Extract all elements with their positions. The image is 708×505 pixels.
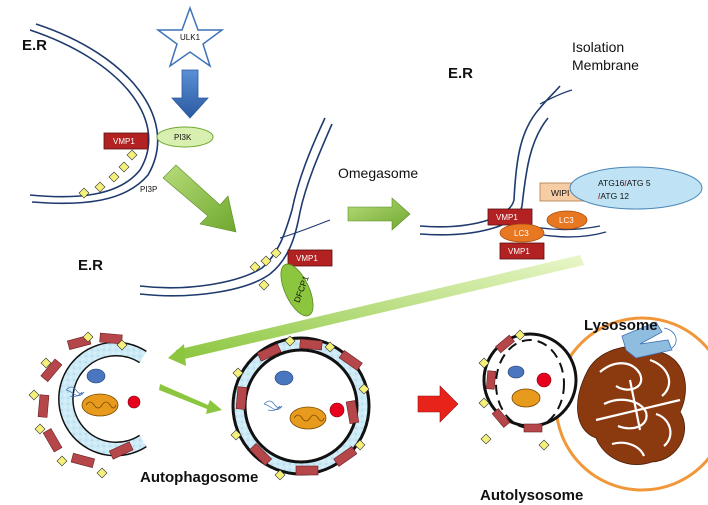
arrow-to-autophagosome bbox=[159, 384, 222, 414]
er-label-right: E.R bbox=[448, 65, 473, 82]
isolation-label-1: Isolation bbox=[572, 39, 624, 55]
vmp1-label-top: VMP1 bbox=[113, 137, 135, 146]
vmp1-box-top: VMP1 bbox=[103, 132, 149, 150]
er-label-middle: E.R bbox=[78, 257, 103, 274]
blue-organelle-1 bbox=[86, 368, 106, 384]
star-icon bbox=[155, 5, 225, 68]
mitochondrion-icon bbox=[81, 393, 119, 417]
pi3p-markers-middle bbox=[249, 247, 282, 291]
pi3k-ellipse: PI3K bbox=[156, 126, 214, 148]
lc3-label-right: LC3 bbox=[559, 216, 574, 225]
er-label-top: E.R bbox=[22, 37, 47, 54]
arrow-right-icon bbox=[347, 197, 411, 231]
atg-line2: /ATG 12 bbox=[598, 191, 629, 201]
blue-organelle-2 bbox=[274, 370, 294, 386]
lysosome-label: Lysosome bbox=[584, 317, 658, 334]
isolation-label-2: Membrane bbox=[572, 57, 639, 73]
omegasome-label: Omegasome bbox=[338, 165, 418, 181]
pi3p-label: PI3P bbox=[140, 185, 157, 194]
pi3p-markers-top bbox=[78, 149, 138, 199]
protein-icon bbox=[65, 386, 85, 397]
atg16-text: ATG16 bbox=[598, 178, 625, 188]
red-organelle-1 bbox=[127, 395, 141, 409]
pi3k-label: PI3K bbox=[174, 133, 192, 142]
vmp1-label-right-bottom: VMP1 bbox=[508, 247, 530, 256]
vmp1-box-right-bottom: VMP1 bbox=[499, 242, 545, 260]
wipi-label: WIPI bbox=[551, 188, 569, 198]
atg-ellipse: ATG16/ATG 5 /ATG 12 bbox=[569, 166, 703, 210]
autolysosome bbox=[478, 316, 708, 492]
mitochondrion-icon-3 bbox=[511, 388, 541, 408]
autolysosome-label: Autolysosome bbox=[480, 487, 583, 504]
atg-line1: ATG16/ATG 5 bbox=[598, 178, 651, 188]
vmp1-label-right-top: VMP1 bbox=[496, 213, 518, 222]
atg12-text: ATG 12 bbox=[600, 191, 629, 201]
protein-ribbon-icon bbox=[621, 321, 677, 359]
protein-icon-2 bbox=[263, 400, 283, 411]
vmp1-box-right-top: VMP1 bbox=[487, 208, 533, 226]
dfcp1-ellipse: DFCP1 bbox=[280, 263, 314, 317]
atg5-text: ATG 5 bbox=[627, 178, 651, 188]
arrow-down-icon bbox=[171, 69, 209, 119]
autophagosome-label: Autophagosome bbox=[140, 469, 258, 486]
atg-sep2: / bbox=[598, 191, 601, 201]
vmp1-box-middle: VMP1 bbox=[287, 249, 333, 267]
long-green-arrow bbox=[168, 255, 584, 366]
ulk1-label: ULK1 bbox=[180, 33, 201, 42]
lc3-ellipse-left: LC3 bbox=[499, 223, 545, 243]
red-organelle-3 bbox=[536, 372, 552, 388]
arrow-diagonal-icon bbox=[162, 164, 237, 233]
lc3-ellipse-right: LC3 bbox=[546, 210, 588, 230]
er-membrane-top-left bbox=[29, 23, 159, 205]
atg-sep1: / bbox=[624, 178, 627, 188]
phagophore-closing bbox=[28, 331, 147, 479]
arrow-red-icon bbox=[417, 385, 459, 423]
lc3-label-left: LC3 bbox=[514, 229, 529, 238]
blue-organelle-3 bbox=[507, 365, 525, 379]
mitochondrion-icon-2 bbox=[289, 406, 327, 430]
autophagosome bbox=[230, 335, 371, 481]
vmp1-label-middle: VMP1 bbox=[296, 254, 318, 263]
red-organelle-2 bbox=[329, 402, 345, 418]
